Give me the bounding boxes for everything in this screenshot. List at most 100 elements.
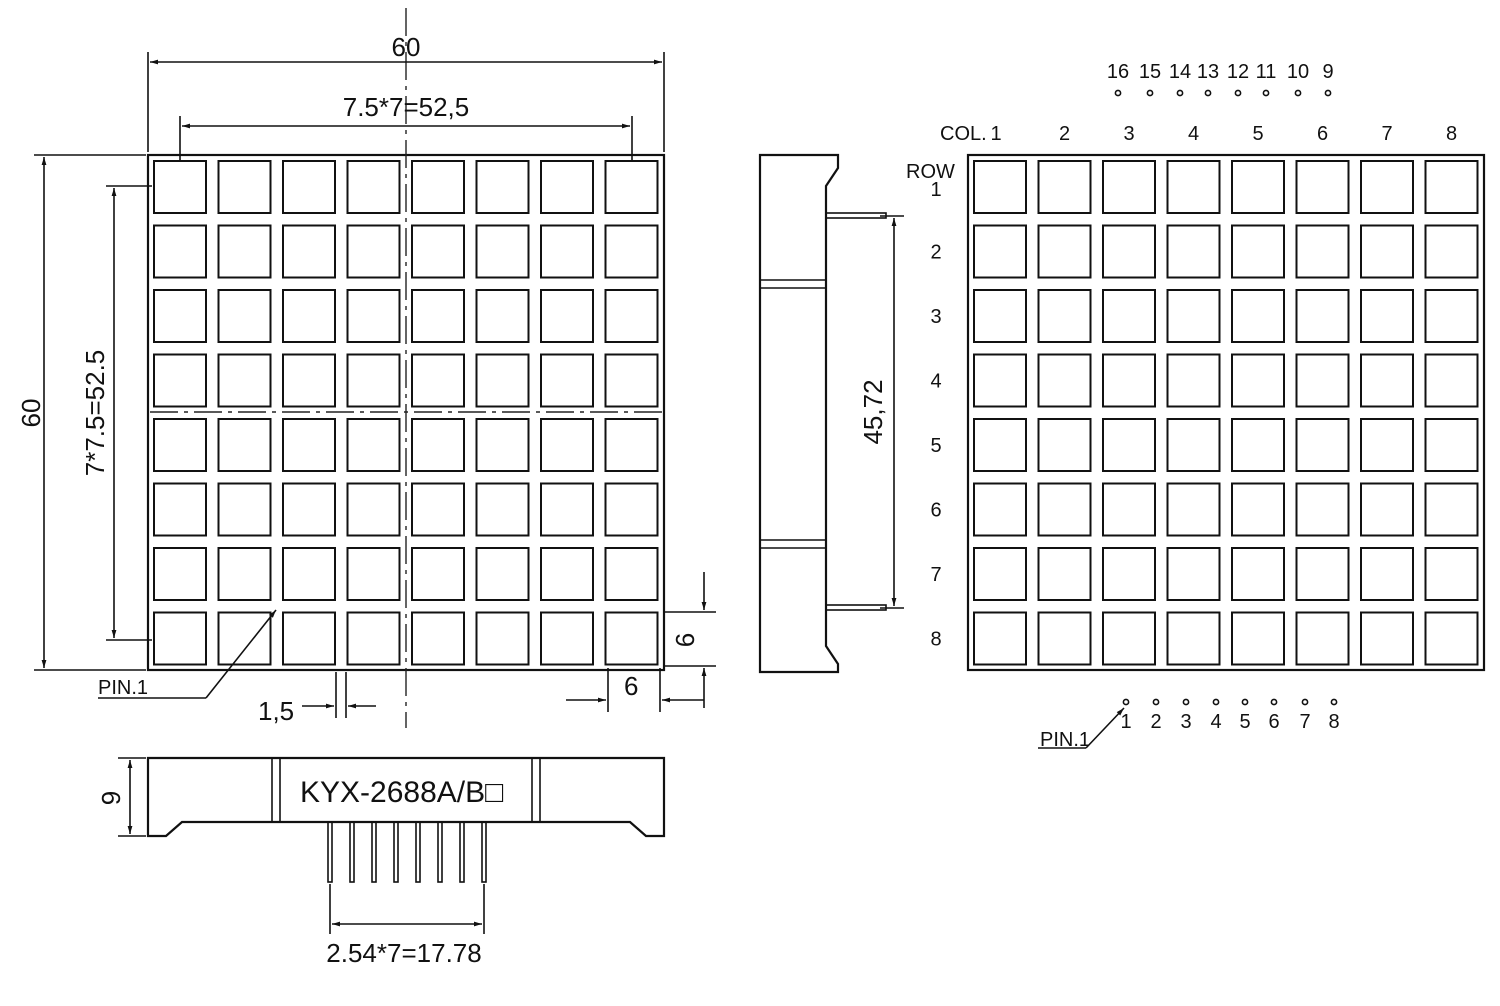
front-led-r8-c4 [346,611,401,666]
schematic-led-r8-c2 [1037,611,1092,666]
schematic-led-r7-c2 [1037,547,1092,601]
front-led-r1-c7 [540,160,594,214]
schematic-led-r4-c3 [1102,353,1156,408]
front-led-r6-c4 [346,482,401,537]
schematic-pin1-leader [1085,707,1125,749]
column-label-7: 7 [1381,123,1392,145]
side-pin-span-label: 45,72 [858,379,888,444]
bottom-pin-8 [481,821,487,883]
schematic-led-r5-c7 [1360,418,1414,472]
front-led-r5-c4 [346,418,401,472]
bottom-pin-4 [393,821,399,883]
front-led-r7-c7 [540,547,594,601]
front-led-r4-c8 [604,353,659,408]
schematic-led-r4-c2 [1037,353,1092,408]
front-led-r8-c5 [411,611,465,666]
schematic-led-r4-c8 [1424,353,1479,408]
schematic-led-r6-c6 [1295,482,1350,537]
front-led-r7-c8 [604,547,659,601]
front-led-r6-c6 [475,482,530,537]
schematic-led-r8-c5 [1231,611,1285,666]
schematic-led-r1-c5 [1231,160,1285,214]
front-height-label: 60 [16,399,46,428]
front-cell-h-label: 6 [670,633,700,647]
schematic-led-r4-c4 [1166,353,1221,408]
front-led-r4-c3 [282,353,336,408]
top-pin-label-13: 13 [1197,61,1219,83]
schematic-led-r3-c7 [1360,289,1414,343]
front-led-r8-c8 [604,611,659,666]
front-led-r5-c8 [604,418,659,472]
schematic-led-r3-c2 [1037,289,1092,343]
front-led-r8-c6 [475,611,530,666]
schematic-led-r8-c1 [973,611,1027,666]
bottom-pin-dot-3 [1182,698,1190,706]
schematic-outline [966,153,1486,672]
front-led-r2-c6 [475,224,530,279]
row-label-5: 5 [930,435,941,457]
row-label-4: 4 [930,371,941,393]
column-label-5: 5 [1252,123,1263,145]
schematic-led-r1-c2 [1037,160,1092,214]
front-led-r7-c1 [153,547,207,601]
bottom-pin-label-3: 3 [1180,711,1191,733]
schematic-led-r6-c8 [1424,482,1479,537]
schematic-led-r6-c1 [973,482,1027,537]
front-led-r1-c6 [475,160,530,214]
front-pitch-h-label: 7.5*7=52,5 [343,92,470,122]
schematic-led-r1-c1 [973,160,1027,214]
front-led-r6-c3 [282,482,336,537]
schematic-led-r1-c6 [1295,160,1350,214]
front-led-r5-c5 [411,418,465,472]
schematic-led-r3-c8 [1424,289,1479,343]
front-pitch-v-label: 7*7.5=52.5 [80,350,110,477]
front-led-r4-c2 [217,353,272,408]
bottom-height-label: 9 [96,791,126,805]
column-label-6: 6 [1317,123,1328,145]
bottom-pin-label-5: 5 [1239,711,1250,733]
schematic-led-r4-c1 [973,353,1027,408]
side-body-outline [758,153,840,674]
front-led-r4-c6 [475,353,530,408]
top-pin-dot-14 [1176,89,1184,97]
schematic-led-r7-c4 [1166,547,1221,601]
schematic-led-grid [973,160,1479,666]
col-header: COL. [940,123,987,145]
front-led-r3-c4 [346,289,401,343]
bottom-part-number: KYX-2688A/B□ [300,776,504,809]
schematic-led-r2-c5 [1231,224,1285,279]
bottom-pin-row [327,821,487,883]
schematic-led-r1-c4 [1166,160,1221,214]
schematic-led-r2-c3 [1102,224,1156,279]
bottom-pin-label-4: 4 [1210,711,1221,733]
top-pin-label-11: 11 [1256,61,1277,83]
column-label-8: 8 [1446,123,1457,145]
schematic-led-r2-c1 [973,224,1027,279]
bottom-pin-7 [459,821,465,883]
schematic-led-r5-c3 [1102,418,1156,472]
front-width-label: 60 [392,32,421,62]
front-gap-label: 1,5 [258,696,294,726]
front-led-r6-c8 [604,482,659,537]
front-led-r4-c5 [411,353,465,408]
front-led-r1-c8 [604,160,659,214]
schematic-led-r6-c7 [1360,482,1414,537]
schematic-led-r2-c4 [1166,224,1221,279]
front-led-r6-c1 [153,482,207,537]
front-led-r8-c1 [153,611,207,666]
schematic-led-r6-c5 [1231,482,1285,537]
schematic-led-r3-c1 [973,289,1027,343]
schematic-led-r2-c6 [1295,224,1350,279]
schematic-led-r1-c3 [1102,160,1156,214]
top-pin-label-16: 16 [1107,61,1129,83]
top-pin-dot-16 [1114,89,1122,97]
row-label-7: 7 [930,564,941,586]
row-header: ROW [906,161,955,183]
front-led-r5-c7 [540,418,594,472]
front-led-r3-c5 [411,289,465,343]
front-led-r3-c8 [604,289,659,343]
schematic-led-r3-c6 [1295,289,1350,343]
column-label-2: 2 [1059,123,1070,145]
